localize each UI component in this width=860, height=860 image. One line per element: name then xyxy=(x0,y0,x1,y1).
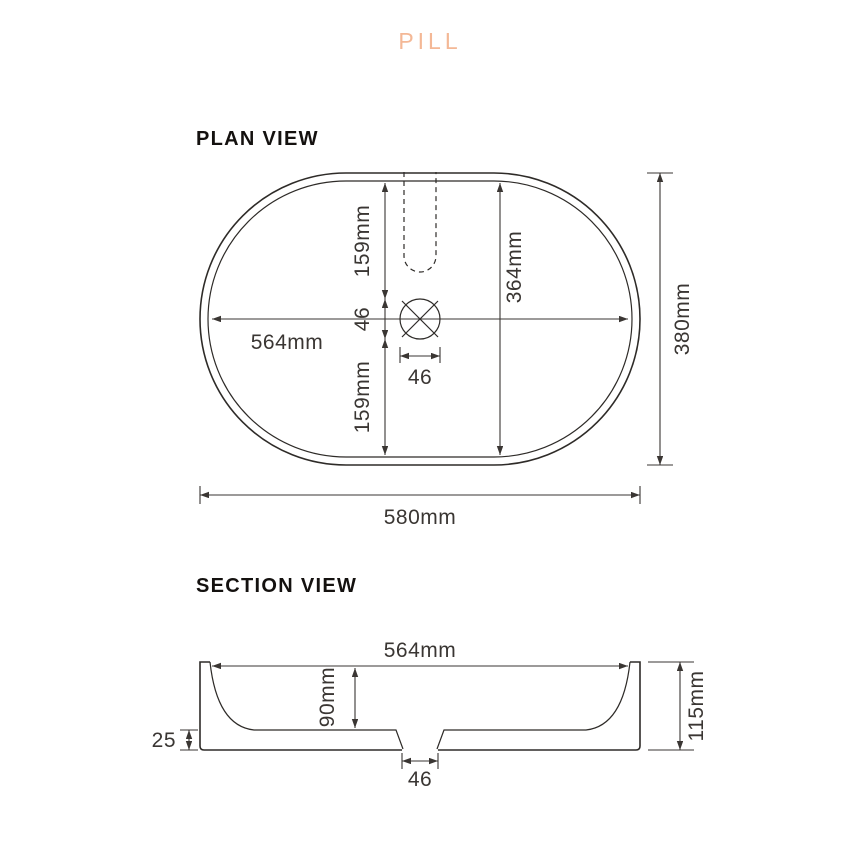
plan-drain-width-label: 46 xyxy=(408,366,432,389)
tap-hole-dashed-outline xyxy=(403,172,437,273)
plan-inner-height-label: 364mm xyxy=(503,231,526,304)
plan-inner-width-label: 564mm xyxy=(251,331,324,354)
section-base-label: 25 xyxy=(152,729,176,752)
basin-inner-outline xyxy=(207,180,633,458)
plan-drain-vertical-label: 46 xyxy=(351,307,374,331)
drain-cross-line-2 xyxy=(401,300,439,338)
section-bowl-left xyxy=(209,661,404,750)
plan-overall-width-label: 580mm xyxy=(384,506,457,529)
section-outer-right xyxy=(438,661,641,751)
section-view-heading: SECTION VIEW xyxy=(196,575,357,597)
product-title: PILL xyxy=(398,28,461,54)
section-outer-left xyxy=(199,661,402,751)
section-bowl-depth-label: 90mm xyxy=(316,667,339,727)
section-drain-width-label: 46 xyxy=(408,768,432,791)
basin-outer-outline xyxy=(199,172,641,466)
section-view: SECTION VIEW 564mm 90mm 115mm 25 xyxy=(152,575,708,791)
plan-bottom-segment-label: 159mm xyxy=(351,361,374,434)
plan-view-heading: PLAN VIEW xyxy=(196,128,319,150)
section-overall-height-label: 115mm xyxy=(685,671,708,742)
section-inner-width-label: 564mm xyxy=(384,639,457,662)
section-bowl-right xyxy=(436,661,631,750)
plan-overall-height-label: 380mm xyxy=(671,283,694,356)
plan-view: PLAN VIEW 564mm 364mm 159mm 46 159mm xyxy=(196,128,694,529)
drain-hole-circle xyxy=(399,298,441,340)
plan-top-segment-label: 159mm xyxy=(351,205,374,278)
